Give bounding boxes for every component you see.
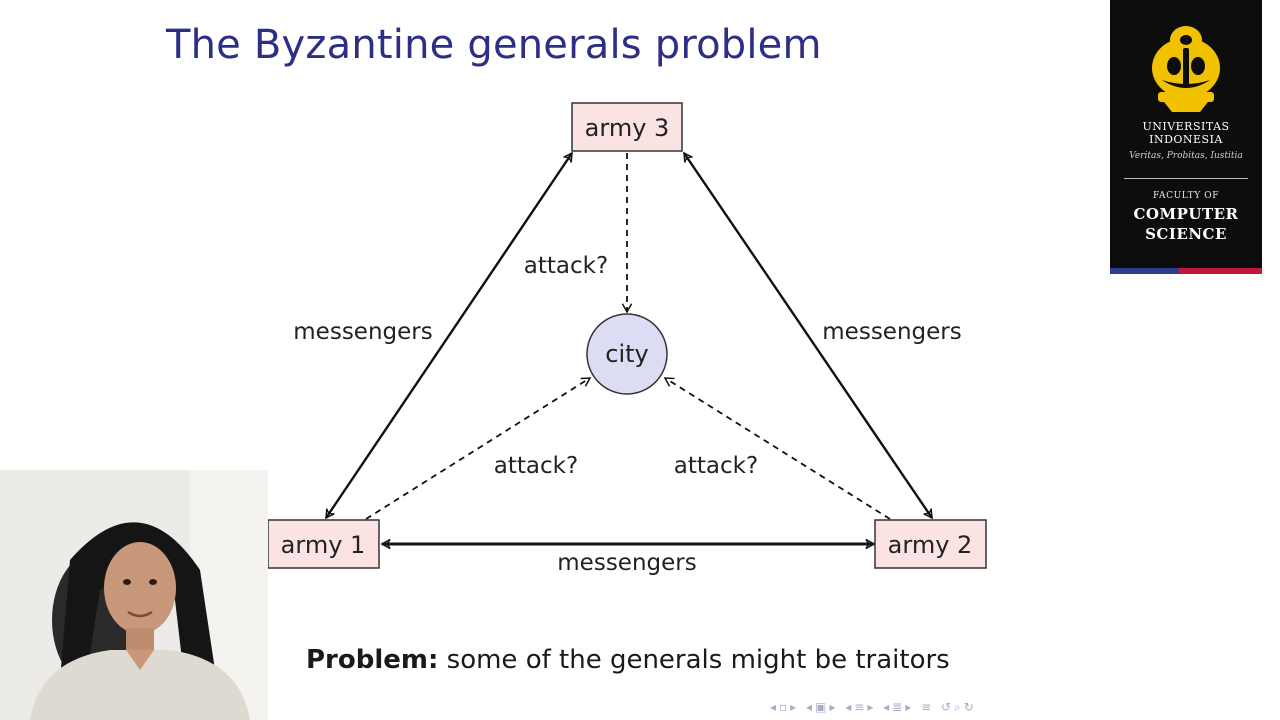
label-messengers-left: messengers xyxy=(293,319,432,345)
nav-frame-icon[interactable]: ◂▣▸ xyxy=(806,700,839,714)
edge-army2-city xyxy=(663,377,891,520)
slide-title: The Byzantine generals problem xyxy=(166,22,822,68)
nav-prev-icon[interactable]: ◂▫▸ xyxy=(770,700,800,714)
label-attack-army2: attack? xyxy=(674,453,758,479)
edge-army1-army3 xyxy=(325,151,573,520)
node-army3-label: army 3 xyxy=(585,114,670,142)
nav-section-icon[interactable]: ◂≣▸ xyxy=(883,700,915,714)
nav-align-icon[interactable]: ≡ xyxy=(921,700,935,714)
university-motto: Veritas, Probitas, Iustitia xyxy=(1129,151,1243,161)
university-name: UNIVERSITAS INDONESIA xyxy=(1110,120,1262,146)
node-army3: army 3 xyxy=(571,102,683,152)
presenter-avatar-icon xyxy=(0,470,268,720)
label-attack-army3: attack? xyxy=(524,253,608,279)
presenter-webcam xyxy=(0,470,268,720)
faculty-of-label: FACULTY OF xyxy=(1152,191,1220,201)
faculty-line2: SCIENCE xyxy=(1145,225,1227,243)
university-logo: UNIVERSITAS INDONESIA Veritas, Probitas,… xyxy=(1110,0,1262,274)
university-line2: INDONESIA xyxy=(1149,133,1223,146)
logo-divider xyxy=(1124,178,1248,179)
label-attack-army1: attack? xyxy=(494,453,578,479)
label-messengers-right: messengers xyxy=(822,319,961,345)
logo-stripe xyxy=(1110,268,1262,274)
node-army1-label: army 1 xyxy=(281,531,366,559)
problem-label: Problem: xyxy=(306,645,439,675)
node-army1: army 1 xyxy=(267,519,380,569)
problem-statement: Problem: some of the generals might be t… xyxy=(306,645,950,675)
makara-emblem-icon xyxy=(1152,26,1220,112)
node-army2: army 2 xyxy=(874,519,987,569)
beamer-navigation[interactable]: ◂▫▸ ◂▣▸ ◂≡▸ ◂≣▸ ≡ ↺⌕↻ xyxy=(770,700,977,715)
faculty-line1: COMPUTER xyxy=(1133,205,1239,223)
problem-text: some of the generals might be traitors xyxy=(438,645,950,675)
node-army2-label: army 2 xyxy=(888,531,973,559)
university-line1: UNIVERSITAS xyxy=(1142,120,1230,133)
edge-army3-army2 xyxy=(683,151,933,520)
label-messengers-bottom: messengers xyxy=(557,550,696,576)
nav-search-icon[interactable]: ↺⌕↻ xyxy=(941,700,977,714)
faculty-name: COMPUTER SCIENCE xyxy=(1110,204,1262,244)
nav-subsection-icon[interactable]: ◂≡▸ xyxy=(845,700,877,714)
node-city: city xyxy=(586,313,668,395)
edge-army1-city xyxy=(365,377,592,520)
node-city-label: city xyxy=(605,340,648,368)
